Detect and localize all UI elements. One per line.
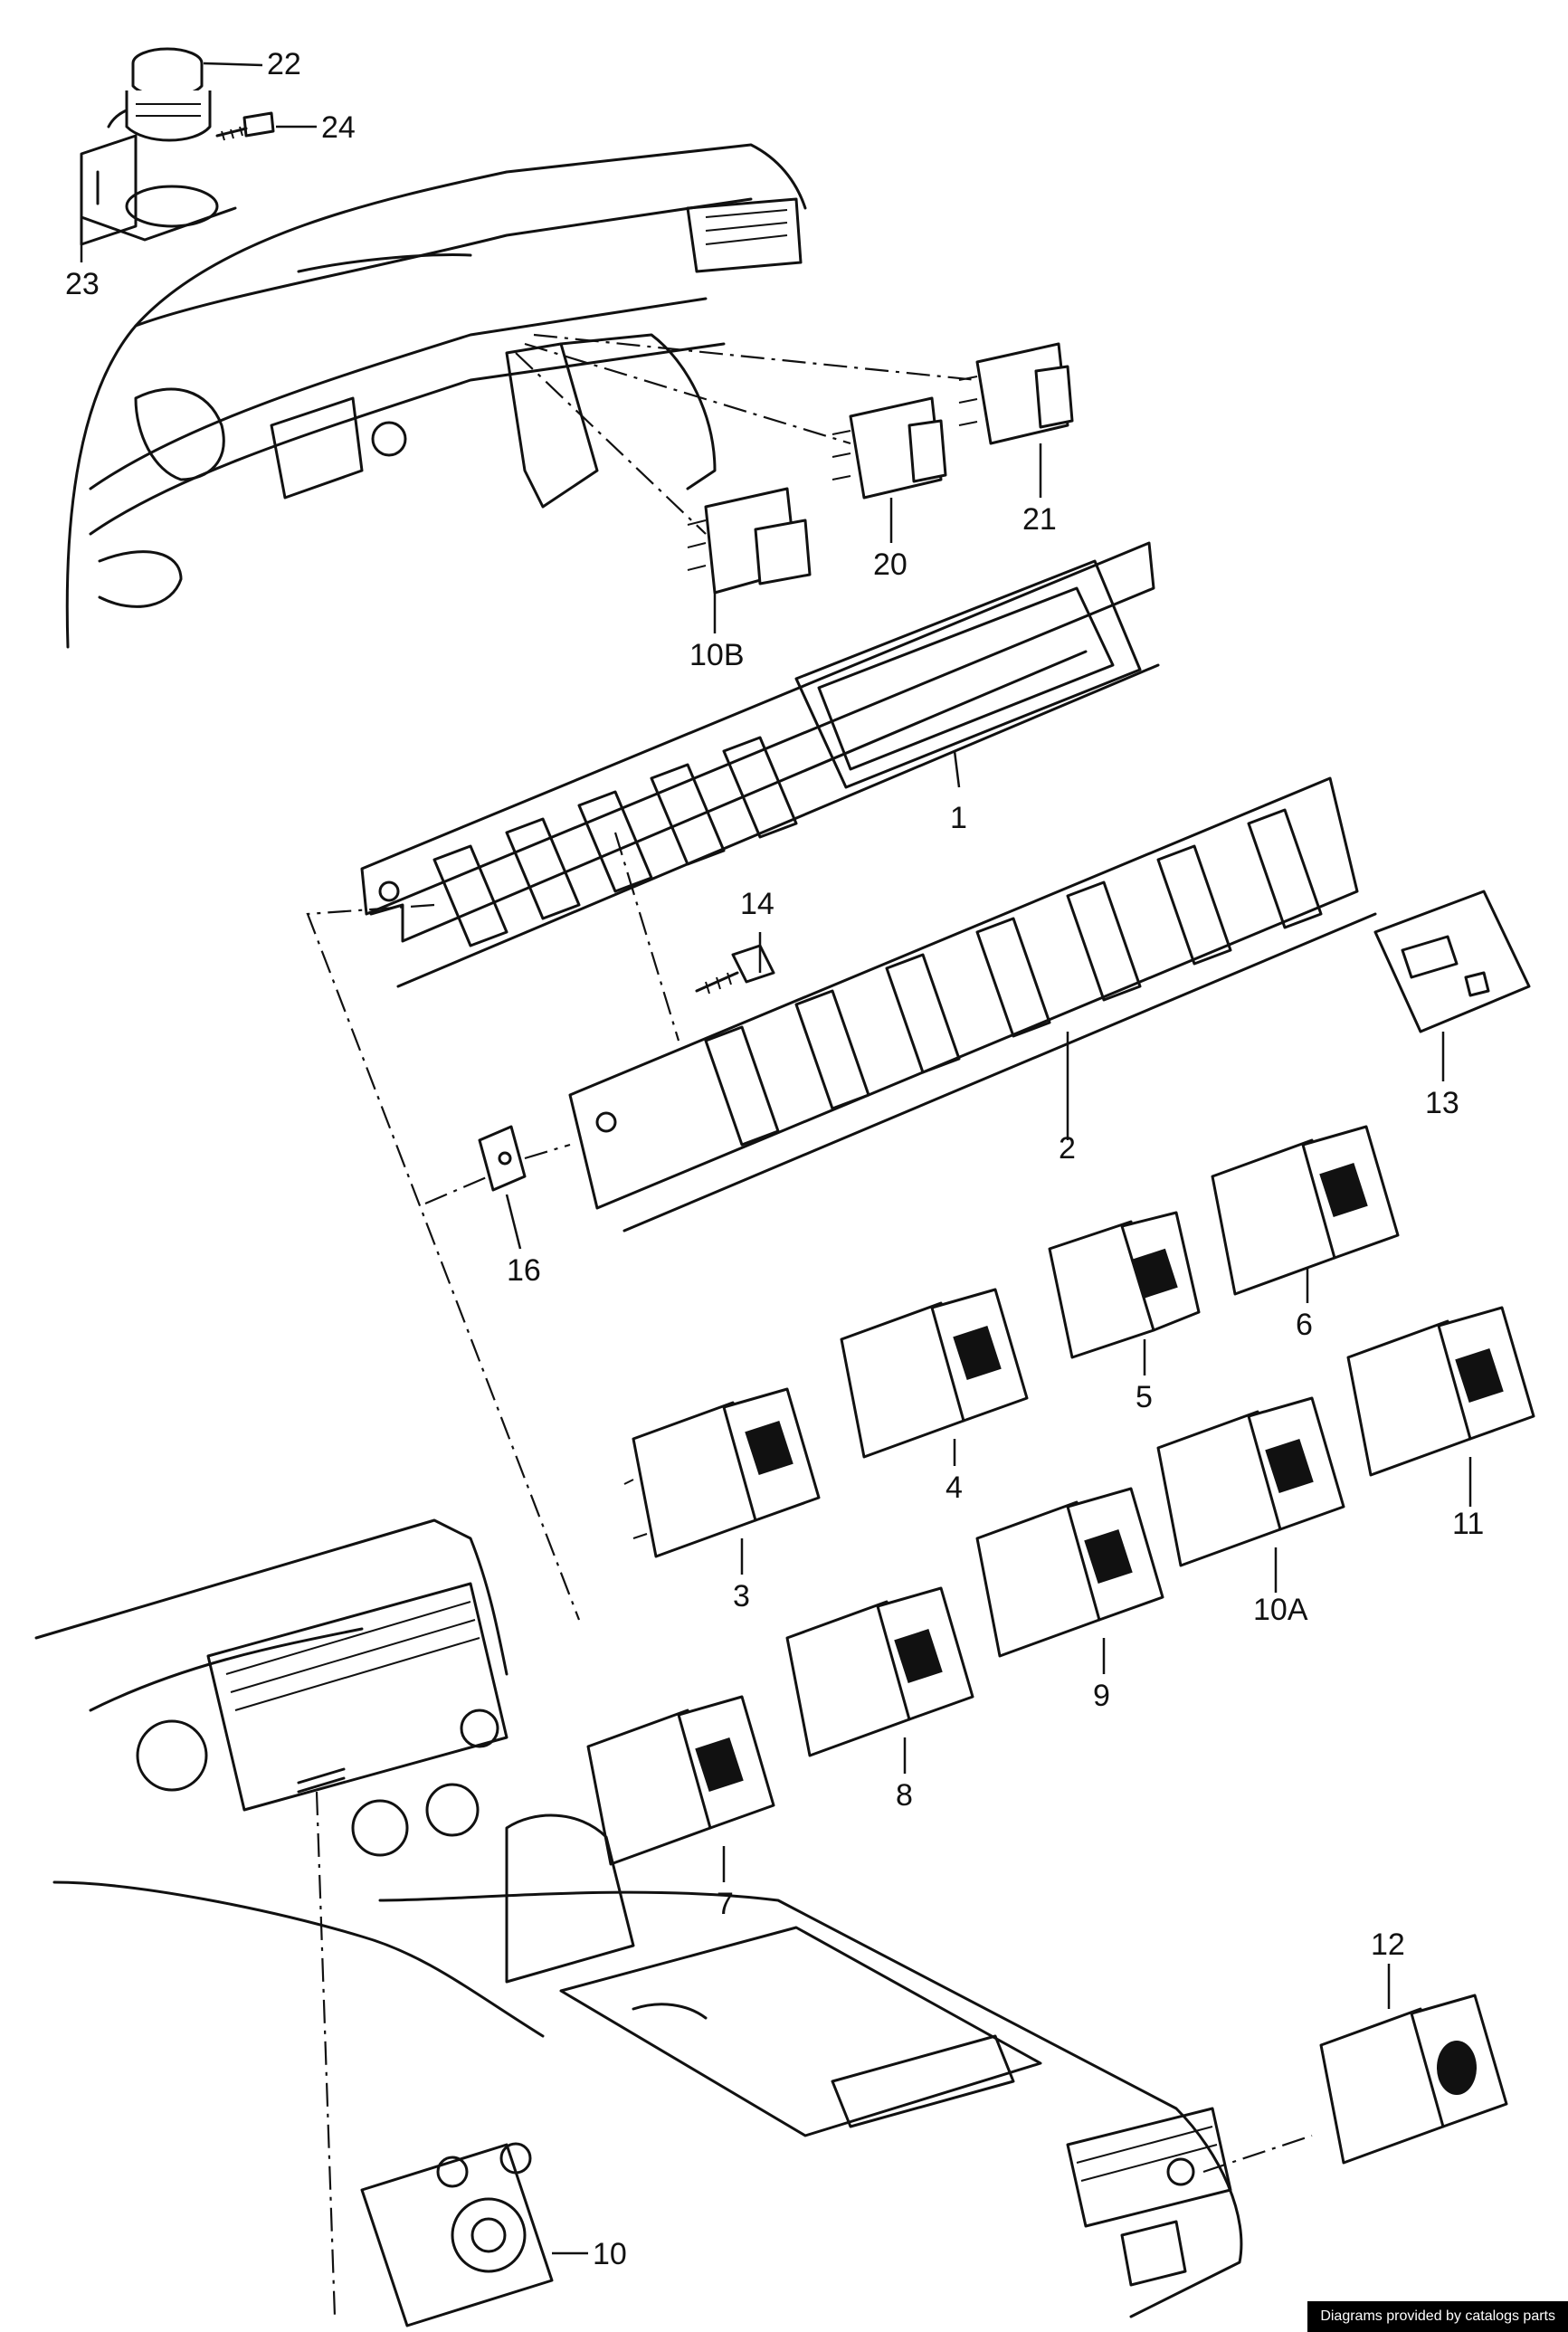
frame-1 bbox=[360, 541, 1160, 988]
label-7: 7 bbox=[717, 1887, 734, 1921]
switch-7 bbox=[586, 1695, 775, 1866]
guide-line-16 bbox=[524, 1143, 571, 1160]
dashboard-upper bbox=[65, 103, 807, 649]
label-16: 16 bbox=[507, 1253, 541, 1288]
part-13-blank-insert bbox=[1373, 890, 1531, 1033]
label-6: 6 bbox=[1296, 1308, 1313, 1342]
guide-line-10 bbox=[315, 1791, 337, 2318]
part-14-screw bbox=[695, 944, 775, 995]
switch-21 bbox=[958, 342, 1074, 445]
part-10-mirror-switch bbox=[360, 2142, 554, 2327]
label-13: 13 bbox=[1425, 1086, 1459, 1120]
switch-9 bbox=[975, 1487, 1164, 1658]
label-10: 10 bbox=[593, 2237, 627, 2271]
switch-4 bbox=[840, 1288, 1029, 1459]
label-9: 9 bbox=[1093, 1679, 1110, 1713]
label-10b: 10B bbox=[689, 638, 745, 672]
part-22-button-switch bbox=[125, 47, 212, 142]
label-21: 21 bbox=[1022, 502, 1057, 537]
switch-3 bbox=[623, 1387, 821, 1558]
switch-12 bbox=[1319, 1994, 1508, 2165]
label-1: 1 bbox=[950, 801, 967, 835]
label-4: 4 bbox=[946, 1471, 963, 1505]
part-labels: 22 24 23 10B 20 21 1 14 13 2 16 6 5 4 3 … bbox=[65, 47, 1484, 2271]
part-16-clip bbox=[478, 1125, 527, 1192]
switch-8 bbox=[785, 1586, 974, 1757]
label-14: 14 bbox=[740, 887, 774, 921]
switch-11 bbox=[1346, 1306, 1535, 1477]
part-23-bracket bbox=[80, 134, 237, 246]
switch-6 bbox=[1211, 1125, 1400, 1296]
label-20: 20 bbox=[873, 547, 908, 582]
guide-line-21 bbox=[533, 333, 978, 382]
label-8: 8 bbox=[896, 1778, 913, 1813]
switch-10b bbox=[687, 487, 812, 595]
label-22: 22 bbox=[267, 47, 301, 81]
guide-line-frame-2 bbox=[613, 832, 680, 1042]
guide-line-12 bbox=[1202, 2134, 1313, 2174]
guide-line-clip bbox=[424, 1175, 489, 1205]
label-11: 11 bbox=[1452, 1507, 1484, 1541]
switch-10a bbox=[1156, 1396, 1345, 1567]
part-24-screw bbox=[215, 111, 275, 141]
label-23: 23 bbox=[65, 267, 100, 301]
credit-badge: Diagrams provided by catalogs parts bbox=[1307, 2301, 1568, 2332]
frame-2-slots bbox=[704, 808, 1323, 1147]
switch-5 bbox=[1048, 1211, 1201, 1359]
label-3: 3 bbox=[733, 1579, 750, 1613]
frame-1-slots bbox=[432, 736, 798, 947]
label-2: 2 bbox=[1059, 1131, 1076, 1166]
guide-line-20 bbox=[524, 342, 851, 445]
guide-line-10b bbox=[515, 352, 707, 535]
label-24: 24 bbox=[321, 110, 356, 145]
label-5: 5 bbox=[1136, 1380, 1153, 1414]
guide-line-frame-1 bbox=[306, 903, 581, 1621]
switch-20 bbox=[832, 396, 947, 500]
frame-2 bbox=[568, 776, 1377, 1233]
label-12: 12 bbox=[1371, 1927, 1405, 1962]
centre-console bbox=[34, 1518, 1243, 2318]
leader-lines bbox=[80, 62, 1472, 2255]
label-10a: 10A bbox=[1253, 1593, 1308, 1627]
